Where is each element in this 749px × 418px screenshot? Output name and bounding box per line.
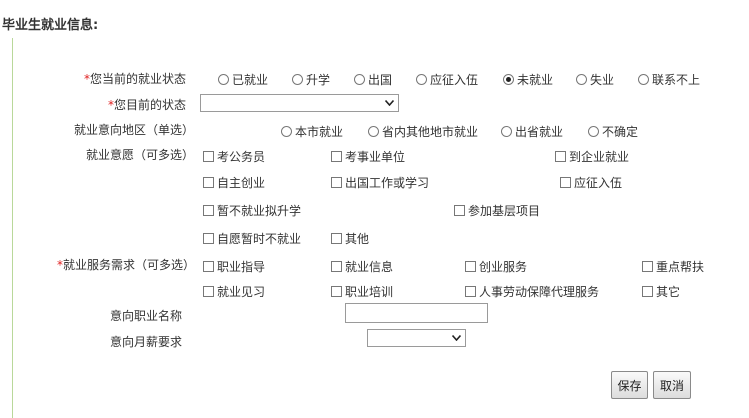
current-status-select[interactable] [200,94,399,112]
checkbox[interactable] [203,151,214,162]
salary-label: 意向月薪要求 [110,335,183,349]
job-name-label: 意向职业名称 [110,309,183,323]
checkbox-career-guidance[interactable]: 职业指导 [203,258,265,275]
checkbox[interactable] [331,233,342,244]
chevron-down-icon [452,335,461,341]
radio-button[interactable] [281,126,292,137]
radio-button[interactable] [368,126,379,137]
checkbox[interactable] [642,286,653,297]
checkbox-service-other[interactable]: 其它 [642,283,680,300]
checkbox[interactable] [203,286,214,297]
checkbox-grassroots[interactable]: 参加基层项目 [454,202,540,219]
region-label: 就业意向地区（单选） [74,123,195,137]
checkbox[interactable] [465,261,476,272]
checkbox[interactable] [331,261,342,272]
radio-button[interactable] [501,126,512,137]
checkbox[interactable] [331,177,342,188]
checkbox[interactable] [203,205,214,216]
checkbox[interactable] [560,177,571,188]
checkbox-enlist[interactable]: 应征入伍 [560,174,622,191]
checkbox[interactable] [465,286,476,297]
current-status-label: *您目前的状态 [107,98,186,112]
radio-button[interactable] [638,74,649,85]
checkbox-enterprise[interactable]: 到企业就业 [555,148,629,165]
salary-select[interactable] [367,329,466,347]
checkbox-internship[interactable]: 就业见习 [203,283,265,300]
checkbox-startup[interactable]: 自主创业 [203,174,265,191]
checkbox-hr-agency[interactable]: 人事劳动保障代理服务 [465,283,599,300]
checkbox-intention-other[interactable]: 其他 [331,230,369,247]
radio-button[interactable] [576,74,587,85]
service-needs-label: *就业服务需求（可多选） [57,258,196,272]
checkbox-further-study[interactable]: 暂不就业拟升学 [203,202,301,219]
radio-button[interactable] [588,126,599,137]
job-name-input[interactable] [345,303,488,323]
radio-button-checked[interactable] [503,74,514,85]
radio-out-of-province[interactable]: 出省就业 [501,123,563,140]
radio-abroad[interactable]: 出国 [354,71,392,88]
checkbox-public-institution[interactable]: 考事业单位 [331,148,405,165]
radio-local-city[interactable]: 本市就业 [281,123,343,140]
cancel-button[interactable]: 取消 [653,371,691,399]
radio-uncertain[interactable]: 不确定 [588,123,638,140]
radio-button[interactable] [218,74,229,85]
checkbox[interactable] [203,177,214,188]
save-button[interactable]: 保存 [611,371,648,399]
page-title: 毕业生就业信息: [2,18,99,33]
checkbox[interactable] [203,233,214,244]
checkbox[interactable] [642,261,653,272]
radio-further-study[interactable]: 升学 [292,71,330,88]
form-panel [12,38,749,418]
checkbox-training[interactable]: 职业培训 [331,283,393,300]
checkbox-job-info[interactable]: 就业信息 [331,258,393,275]
checkbox[interactable] [454,205,465,216]
checkbox-key-assistance[interactable]: 重点帮扶 [642,258,704,275]
chevron-down-icon [385,100,394,106]
checkbox-work-abroad[interactable]: 出国工作或学习 [331,174,429,191]
radio-unemployed-selected[interactable]: 未就业 [503,71,553,88]
checkbox[interactable] [331,151,342,162]
radio-unreachable[interactable]: 联系不上 [638,71,700,88]
radio-button[interactable] [292,74,303,85]
checkbox-startup-service[interactable]: 创业服务 [465,258,527,275]
checkbox[interactable] [203,261,214,272]
checkbox-civil-servant[interactable]: 考公务员 [203,148,265,165]
radio-enlist[interactable]: 应征入伍 [416,71,478,88]
intention-label: 就业意愿（可多选） [86,148,195,162]
radio-employed[interactable]: 已就业 [218,71,268,88]
checkbox-voluntary-unemployed[interactable]: 自愿暂时不就业 [203,230,301,247]
radio-button[interactable] [354,74,365,85]
radio-province-other[interactable]: 省内其他地市就业 [368,123,478,140]
employment-status-label: *您当前的就业状态 [83,72,186,86]
radio-jobless[interactable]: 失业 [576,71,614,88]
radio-button[interactable] [416,74,427,85]
checkbox[interactable] [331,286,342,297]
checkbox[interactable] [555,151,566,162]
